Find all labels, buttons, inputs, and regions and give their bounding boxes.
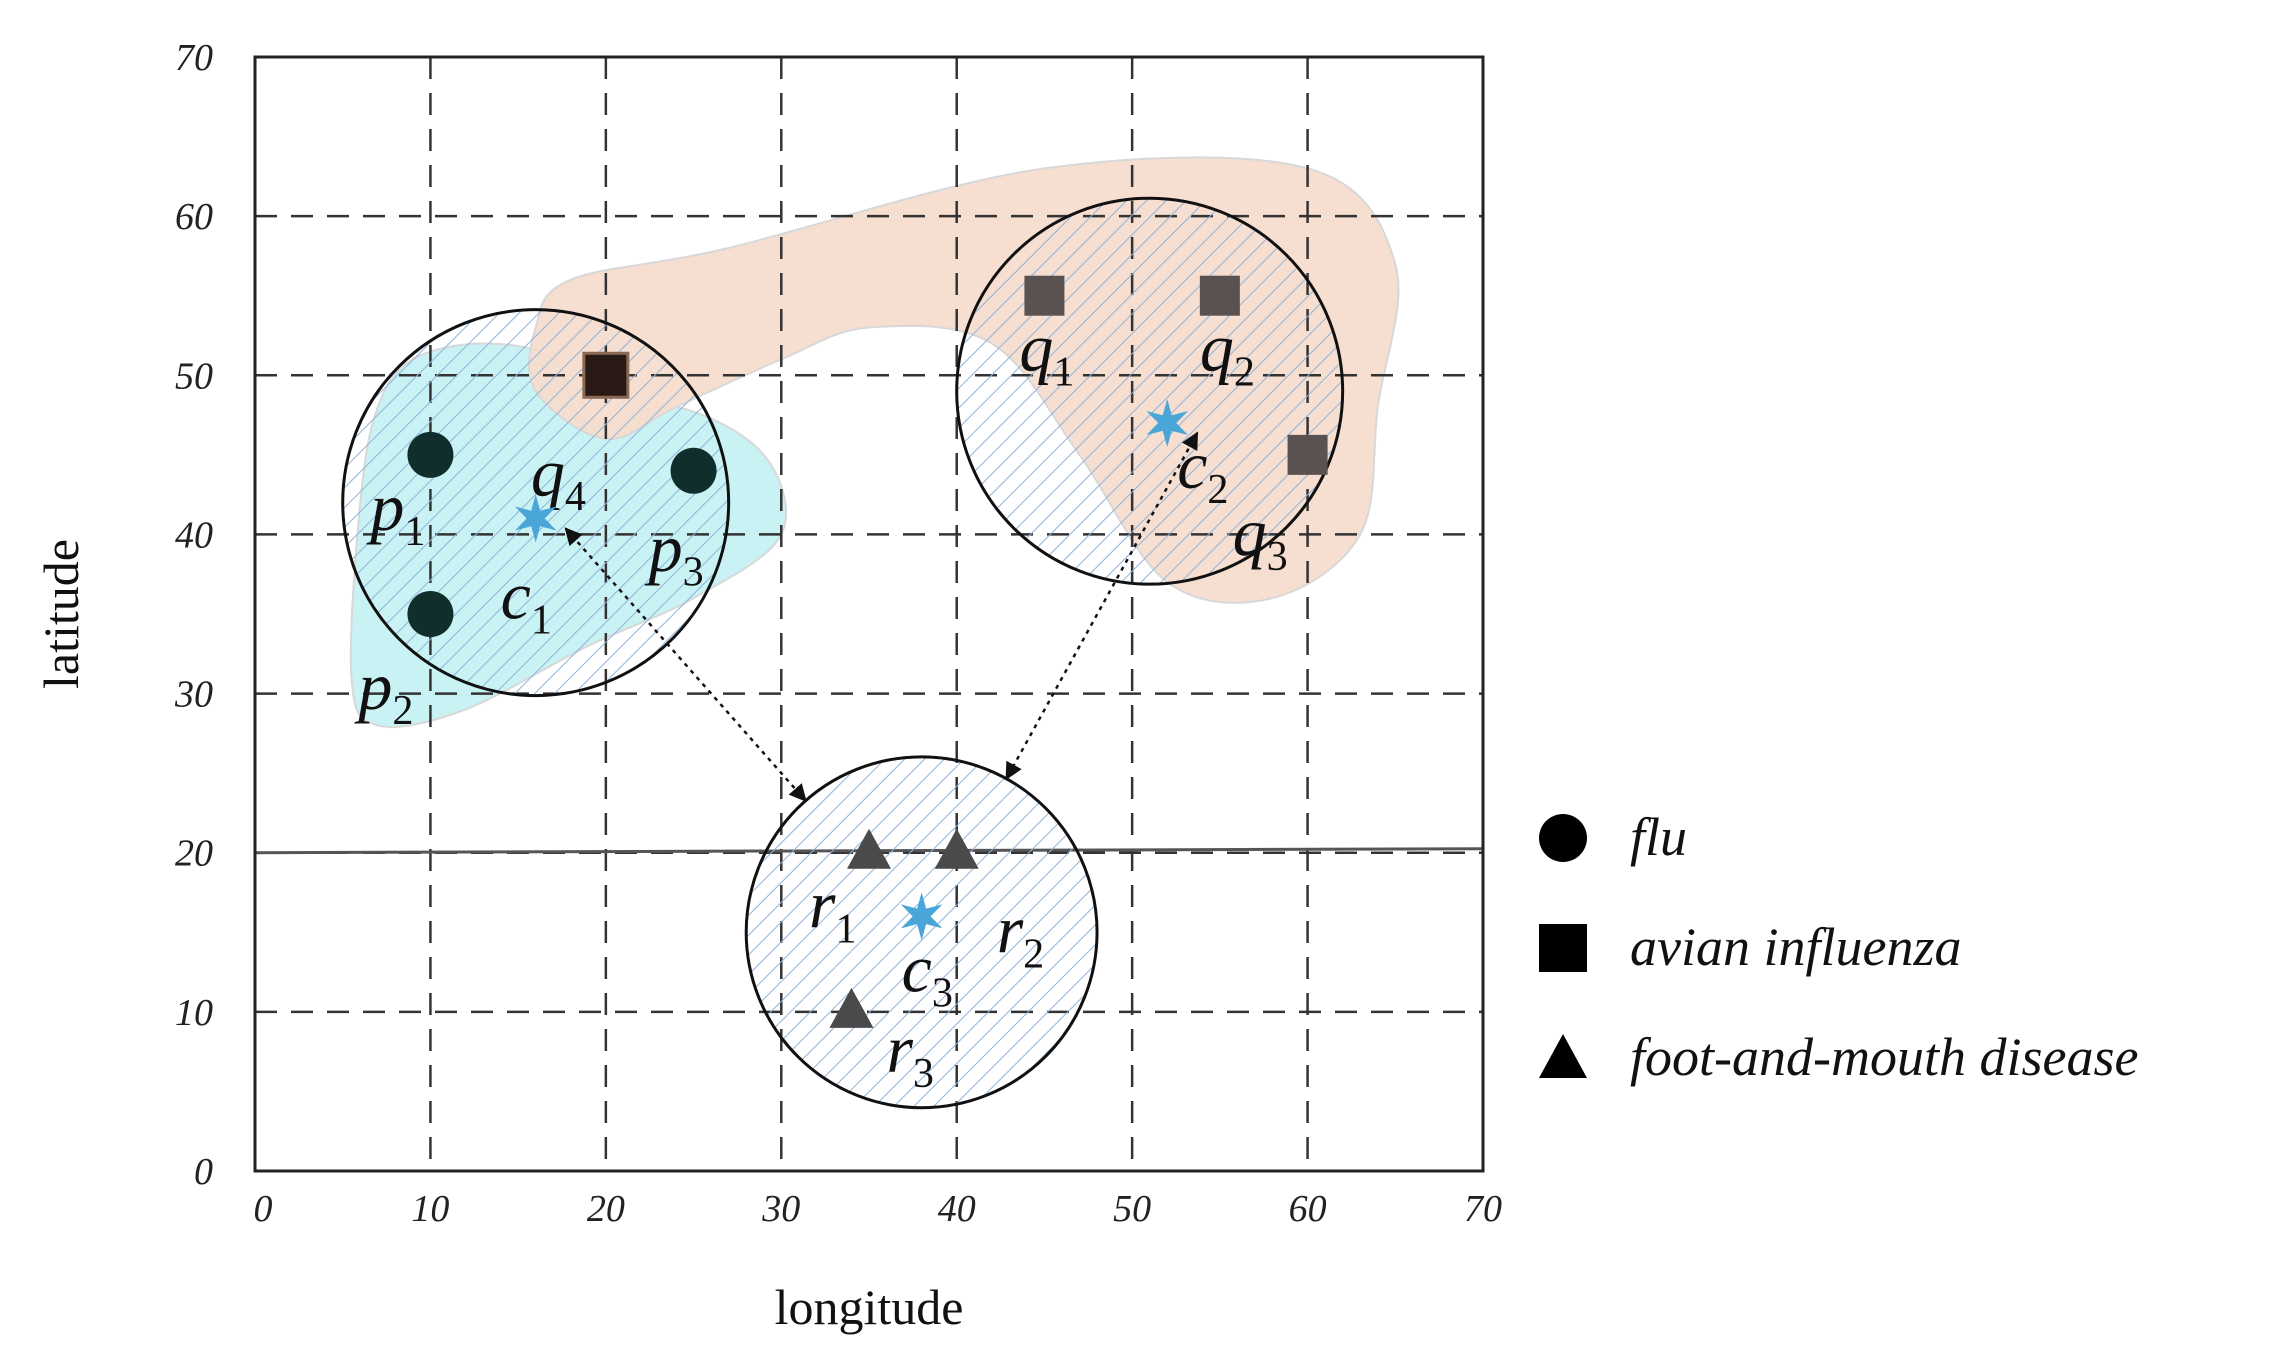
y-tick-label: 10 [175,992,213,1034]
y-tick-label: 20 [175,833,213,875]
y-axis-title: latitude [33,539,89,689]
fmd-marker-r3 [829,987,874,1028]
x-tick-label: 20 [587,1188,625,1230]
cluster-circles [341,196,1345,1110]
point-label-q3: q3 [1233,494,1288,580]
y-tick-label: 0 [194,1151,213,1193]
legend-label: flu [1630,807,1687,867]
center-star-c3 [900,892,943,941]
x-tick-label: 60 [1289,1188,1327,1230]
point-label-r2: r2 [997,892,1045,978]
point-label-p2: p2 [354,648,413,734]
avian-marker-q1 [1024,275,1065,316]
legend-label: foot-and-mouth disease [1630,1027,2138,1087]
y-tick-label: 60 [175,196,213,238]
avian-marker-q2 [1199,275,1240,316]
x-tick-label: 30 [761,1188,800,1230]
x-tick-label: 10 [411,1188,449,1230]
fmd-marker-r1 [847,828,891,869]
point-label-r1: r1 [809,867,857,953]
x-axis-title: longitude [775,1279,964,1335]
point-label-q2: q2 [1200,310,1255,396]
y-tick-label: 30 [174,674,213,716]
point-label-r3: r3 [886,1011,934,1097]
point-label-q1: q1 [1019,310,1074,396]
center-star-c2 [1146,399,1189,448]
legend-square-icon [1539,924,1587,972]
y-tick-label: 40 [175,514,213,556]
cluster-centers: c1 c2 c3 [501,399,1228,1016]
legend-triangle-icon [1539,1034,1587,1078]
legend-item-1: avian influenza [1539,917,1961,977]
x-tick-label: 50 [1113,1188,1151,1230]
cluster-circle-c2 [955,196,1345,586]
point-label-p1: p1 [366,469,425,555]
plot-frame [253,55,1485,1173]
legend-item-0: flu [1539,807,1687,867]
x-tick-labels: 0 10 20 30 40 50 60 70 [254,1188,1503,1230]
legend: flu avian influenza foot-and-mouth disease [1539,807,2138,1087]
legend-label: avian influenza [1630,917,1961,977]
y-tick-labels: 0 10 20 30 40 50 60 70 [174,37,213,1193]
avian-marker-q3 [1287,434,1328,475]
flu-marker-p3 [670,447,717,494]
fmd-marker-r2 [934,828,979,869]
center-label-c2: c2 [1177,427,1228,513]
flu-marker-p2 [407,591,454,637]
center-star-c1 [514,494,557,543]
center-links [564,431,1199,803]
legend-item-2: foot-and-mouth disease [1539,1027,2138,1087]
x-tick-label: 70 [1464,1188,1502,1230]
link-c2-c3 [1005,431,1199,781]
y-tick-label: 70 [175,37,213,79]
avian-marker-q4 [582,351,630,399]
link-c1-c3 [564,527,807,803]
y-tick-label: 50 [175,355,213,397]
point-label-p3: p3 [645,510,704,596]
flu-marker-p1 [407,431,454,478]
x-tick-label: 40 [938,1188,976,1230]
center-label-c3: c3 [902,930,953,1016]
center-label-c1: c1 [501,558,552,644]
legend-circle-icon [1539,814,1587,862]
x-tick-label: 0 [254,1188,273,1230]
